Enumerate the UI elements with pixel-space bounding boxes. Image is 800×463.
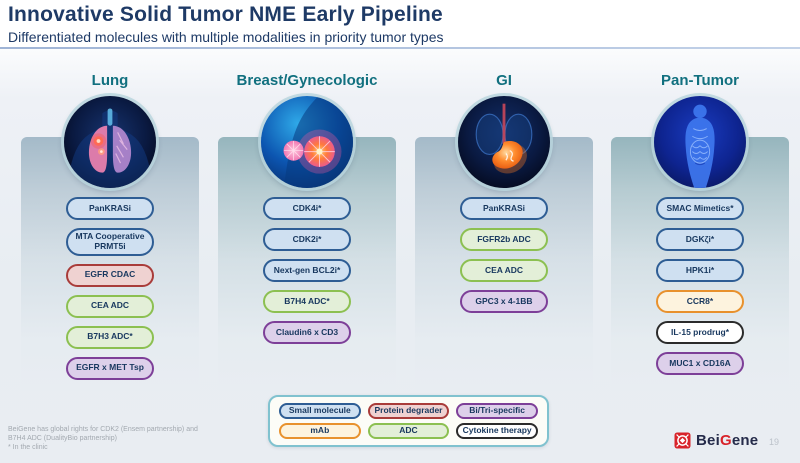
modality-legend: Small molecule Protein degrader Bi/Tri-s… [268,395,549,447]
pipeline-pill: FGFR2b ADC [460,228,548,251]
pipeline-pill: HPK1i* [656,259,744,282]
header-divider [0,47,800,49]
legend-item: Cytokine therapy [456,423,538,439]
lung-icon [64,96,156,188]
pill-list-gi: PanKRASi FGFR2b ADC CEA ADC GPC3 x 4-1BB [415,197,593,313]
legend-item: Small molecule [279,403,361,419]
pipeline-pill: DGKζi* [656,228,744,251]
column-lung: Lung PanKRASi [21,49,199,463]
pipeline-pill: CCR8* [656,290,744,313]
pipeline-pill: Next-gen BCL2i* [263,259,351,282]
gi-icon [458,96,550,188]
pipeline-pill: PanKRASi [66,197,154,220]
column-header-lung: Lung [91,72,129,89]
page-subtitle: Differentiated molecules with multiple m… [8,29,444,45]
pipeline-pill: EGFR x MET Tsp [66,356,154,380]
pill-list-lung: PanKRASi MTA Cooperative PRMT5i EGFR CDA… [21,197,199,380]
legend-item: Bi/Tri-specific [456,403,538,419]
pipeline-pill: B7H3 ADC* [66,325,154,349]
pipeline-pill: MUC1 x CD16A [656,352,744,375]
column-breast-gynecologic: Breast/Gynecologic [218,49,396,463]
legend-item: Protein degrader [367,403,450,419]
footnote-line: B7H4 ADC (DualityBio partnership) [8,434,117,442]
pipeline-pill: PanKRASi [460,197,548,220]
footnote-line: * In the clinic [8,443,48,451]
pipeline-pill: GPC3 x 4-1BB [460,290,548,313]
beigene-logo-icon [674,432,691,449]
column-gi: GI [415,49,593,463]
footnotes: BeiGene has global rights for CDK2 (Ense… [8,426,198,452]
pipeline-pill: EGFR CDAC [66,263,154,287]
pipeline-pill: CEA ADC [460,259,548,282]
pill-list-pan-tumor: SMAC Mimetics* DGKζi* HPK1i* CCR8* IL-15… [611,197,789,375]
beigene-logo: BeiGene [674,432,758,449]
pipeline-pill: CEA ADC [66,294,154,318]
column-pan-tumor: Pan-Tumor [611,49,789,463]
pill-list-breast-gynecologic: CDK4i* CDK2i* Next-gen BCL2i* B7H4 ADC* … [218,197,396,344]
pipeline-pill: IL-15 prodrug* [656,321,744,344]
beigene-wordmark: BeiGene [696,432,759,449]
pipeline-pill: SMAC Mimetics* [656,197,744,220]
pipeline-pill: CDK4i* [263,197,351,220]
column-header-pan-tumor: Pan-Tumor [660,72,740,89]
page-number: 19 [769,437,780,447]
column-header-gi: GI [496,72,512,89]
breast-icon [261,96,353,188]
body-icon [654,96,746,188]
pipeline-pill: Claudin6 x CD3 [263,321,351,344]
pipeline-pill: B7H4 ADC* [263,290,351,313]
pipeline-pill: MTA Cooperative PRMT5i [66,228,154,256]
legend-item: mAb [279,423,361,439]
pipeline-pill: CDK2i* [263,228,351,251]
footnote-line: BeiGene has global rights for CDK2 (Ense… [8,426,198,433]
legend-item: ADC [367,423,450,439]
column-header-breast-gynecologic: Breast/Gynecologic [236,72,378,89]
page-title: Innovative Solid Tumor NME Early Pipelin… [8,3,443,26]
